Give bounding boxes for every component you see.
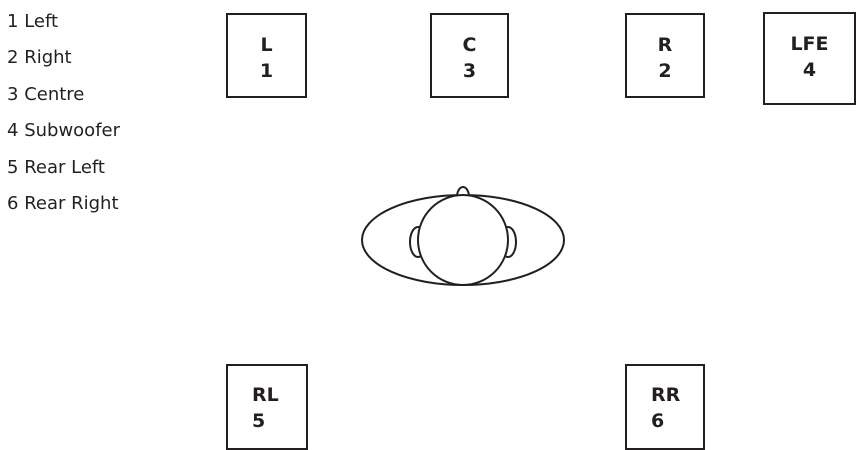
speaker-code: RL: [252, 384, 279, 406]
listener-head-icon: [361, 186, 565, 286]
speaker-rear-right: RR 6: [625, 364, 705, 450]
legend-label: Right: [24, 47, 72, 69]
legend-number: 6: [7, 192, 19, 214]
legend-label: Left: [24, 11, 59, 32]
legend-item: 6 Rear Right: [7, 186, 120, 222]
speaker-front-left: L 1: [226, 13, 307, 98]
legend-number: 3: [7, 83, 19, 105]
speaker-channel-number: 5: [252, 410, 266, 432]
legend-label: Centre: [24, 83, 85, 105]
speaker-subwoofer: LFE 4: [763, 12, 856, 105]
legend-label: Subwoofer: [24, 120, 121, 142]
speaker-front-right: R 2: [625, 13, 705, 98]
speaker-channel-number: 4: [802, 59, 817, 81]
speaker-code: L: [260, 34, 273, 56]
legend-number: 1: [7, 11, 19, 32]
legend-label: Rear Left: [24, 156, 105, 178]
legend-number: 5: [7, 156, 19, 178]
speaker-code: C: [462, 34, 477, 56]
legend-number: 4: [7, 120, 19, 142]
speaker-code: RR: [651, 384, 681, 406]
legend-label: Rear Right: [24, 192, 119, 214]
speaker-channel-number: 1: [259, 60, 274, 82]
speaker-rear-left: RL 5: [226, 364, 308, 450]
legend-item: 1 Left: [7, 4, 120, 40]
speaker-code: R: [657, 34, 673, 56]
legend-item: 2 Right: [7, 40, 120, 76]
legend-item: 5 Rear Left: [7, 150, 120, 186]
speaker-channel-number: 3: [462, 60, 477, 82]
legend-item: 3 Centre: [7, 77, 120, 113]
channel-legend: 1 Left 2 Right 3 Centre 4 Subwoofer 5 Re…: [7, 4, 120, 222]
speaker-code: LFE: [790, 33, 829, 55]
speaker-channel-number: 2: [658, 60, 672, 82]
listener-head: [417, 194, 509, 286]
speaker-centre: C 3: [430, 13, 509, 98]
legend-number: 2: [7, 47, 19, 69]
legend-item: 4 Subwoofer: [7, 113, 120, 149]
speaker-channel-number: 6: [651, 410, 665, 432]
